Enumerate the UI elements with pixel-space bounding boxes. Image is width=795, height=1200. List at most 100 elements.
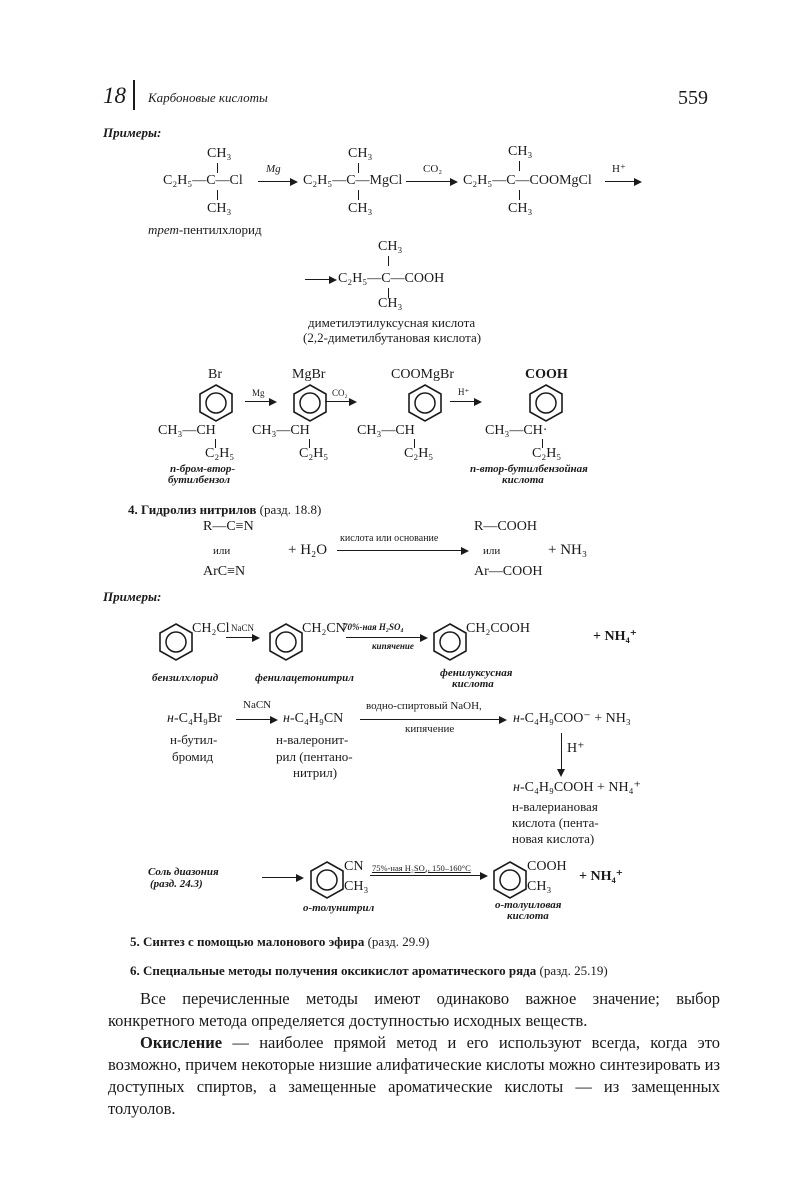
formula: н-C₄H₉CN [283,712,343,726]
bond [519,161,520,171]
formula: + H₂O [288,542,328,558]
substituent: COOH [527,859,567,874]
formula: н-C₄H₉COOH + NH₄⁺ [513,781,641,795]
section-ref: (разд. 24.3) [150,878,203,890]
prefix: н [513,711,520,726]
bond [215,439,216,448]
formula: R—COOH [474,519,538,534]
benzene-ring-icon [292,383,328,423]
bond [217,163,218,173]
compound-name: фенилуксусная [440,667,513,679]
reaction-arrow [370,871,488,880]
compound-name: о-толуиловая [495,899,562,911]
reagent-label: H⁺ [567,741,585,756]
name-text: -пентилхлорид [178,222,262,237]
substituent: C₂H₅ [532,446,562,461]
reaction-arrow [245,397,277,406]
bond [217,190,218,200]
formula: C₂H₅—C—MgCl [303,173,403,188]
formula: CH₂COOH [466,621,530,636]
benzene-ring-icon [198,383,234,423]
reaction-condition: водно-спиртовый NaOH, [366,700,482,712]
substituent: COOH [525,367,568,382]
paragraph: Окисление — наиболее прямой метод и его … [108,1032,720,1120]
compound-name: п-втор-бутилбензойная [470,463,588,475]
compound-name: кислота [507,910,549,922]
substituent: CH₃ [527,879,552,894]
benzene-ring-icon [528,383,564,423]
reagent-label: Mg [252,388,265,398]
bond [309,439,310,448]
section-ref: (разд. 25.19) [539,963,608,978]
section-5-heading: 5. Синтез с помощью малонового эфира (ра… [130,935,429,948]
bond [358,163,359,173]
examples-label: Примеры: [103,589,162,604]
reagent-label: CO₂ [332,388,348,398]
term-bold: Окисление [140,1033,223,1052]
reaction-arrow-down [557,733,565,777]
name-prefix: трет [148,222,179,237]
header-divider [133,80,135,110]
reaction-arrow [450,397,482,406]
substituent: MgBr [292,367,326,382]
bond [388,256,389,266]
substituent: CH₃ [508,144,533,159]
substituent: Br [208,367,222,382]
formula-text: -C₄H₉Br [173,711,222,726]
formula: C₂H₅—C—COOH [338,271,445,286]
section-title: 6. Специальные методы получения оксикисл… [130,963,537,978]
benzene-ring-icon [432,622,468,662]
substituent: CH₃ [348,146,373,161]
reaction-arrow [262,873,304,882]
reagent-label: CO₂ [423,163,443,175]
section-4-heading: 4. Гидролиз нитрилов (разд. 18.8) [128,503,321,516]
formula: н-C₄H₉COO⁻ + NH₃ [513,712,631,726]
compound-name: н-бутил- [170,732,218,747]
conjunction: или [483,545,501,557]
reaction-condition: кипячение [405,723,455,735]
formula: CH₂CN [302,621,346,636]
compound-name: кислота [502,474,544,486]
formula: CH₃—CH [158,423,216,438]
compound-name: о-толунитрил [303,902,375,914]
section-title: 4. Гидролиз нитрилов [128,502,257,517]
bond [414,439,415,448]
reaction-arrow [325,397,357,406]
prefix: н [167,711,174,726]
formula-text: -C₄H₉COOH + NH₄⁺ [519,780,641,795]
reaction-arrow [360,715,507,724]
reaction-arrow [605,177,642,186]
compound-name: бутилбензол [168,474,231,486]
formula: R—C≡N [203,519,254,534]
formula: + NH₄⁺ [579,869,624,884]
compound-name: бромид [172,749,214,764]
reaction-arrow [236,715,278,724]
compound-name: новая кислота) [512,831,595,846]
benzene-ring-icon [492,860,528,900]
compound-name-iupac: (2,2-диметилбутановая кислота) [303,330,482,345]
substituent: CH₃ [378,296,403,311]
substituent: C₂H₅ [299,446,329,461]
reaction-condition: кипячение [372,641,414,651]
conjunction: или [213,545,231,557]
section-6-heading: 6. Специальные методы получения оксикисл… [130,964,608,977]
chapter-number: 18 [103,83,126,108]
formula: CH₂Cl [192,621,230,636]
prefix: н [283,711,290,726]
substituent: CH₃ [508,201,533,216]
reagent-label: H⁺ [458,387,470,397]
formula-text: -C₄H₉COO⁻ + NH₃ [519,711,631,726]
compound-name: диметилэтилуксусная кислота [308,315,476,330]
prefix: н [513,780,520,795]
section-ref: (разд. 18.8) [259,502,322,517]
examples-label: Примеры: [103,125,162,140]
compound-name: кислота [452,678,494,690]
formula: ArC≡N [203,564,246,579]
section-title: 5. Синтез с помощью малонового эфира [130,934,365,949]
compound-name: рил (пентано- [276,749,353,764]
bond [388,288,389,298]
formula: CH₃—CH [357,423,415,438]
compound-name: п-бром-втор- [170,463,236,475]
reaction-arrow [305,275,337,284]
compound-name: кислота (пента- [512,815,599,830]
